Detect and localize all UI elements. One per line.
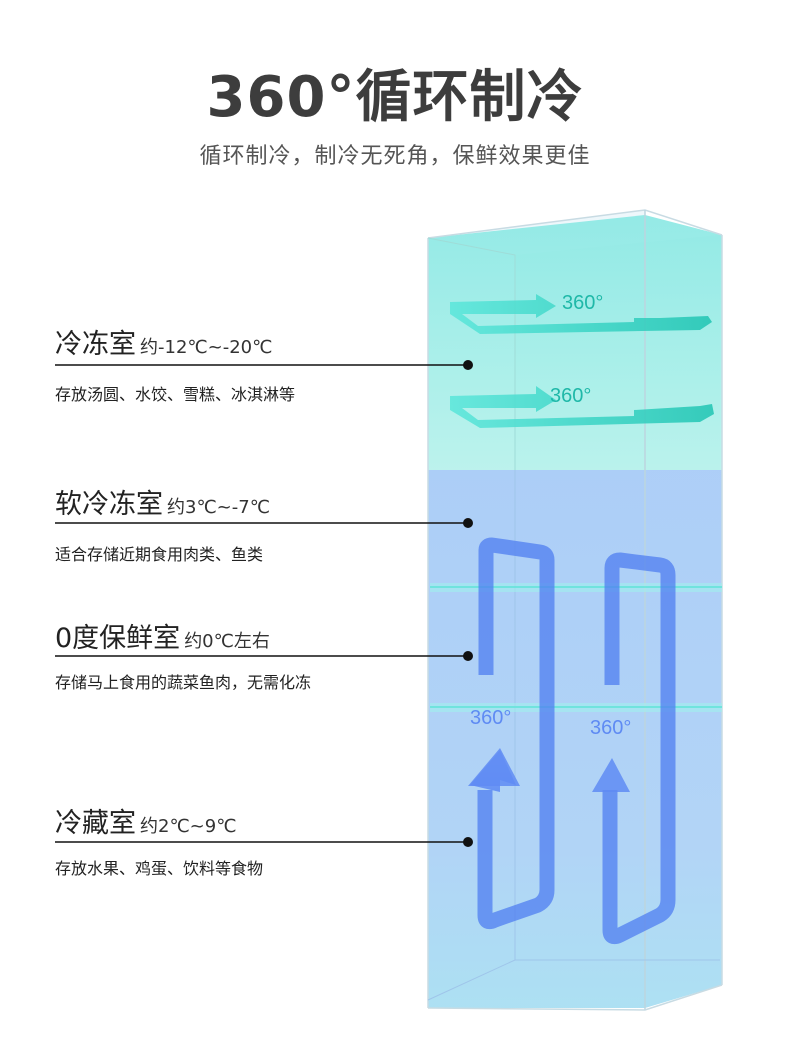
zone-name: 0度保鲜室 [55,623,181,654]
circulation-label-2: 360° [550,385,591,407]
fridge-circulation-loop-right [592,552,676,945]
zone-desc: 存放汤圆、水饺、雪糕、冰淇淋等 [55,385,296,404]
page-title: 360°循环制冷 [206,65,584,130]
leader-lines [55,360,473,847]
page-subtitle: 循环制冷，制冷无死角，保鲜效果更佳 [199,144,591,169]
zone-desc: 存储马上食用的蔬菜鱼肉，无需化冻 [55,673,312,692]
circulation-label-1: 360° [562,292,603,314]
zone-temp: 约0℃左右 [184,631,270,652]
freezer-circulation-arrow-top [450,294,712,334]
circulation-label-3: 360° [470,707,511,729]
circulation-label-4: 360° [590,717,631,739]
zone-temp: 约-12℃~-20℃ [140,337,273,358]
freezer-circulation-arrow-bottom [450,386,714,428]
zone-name: 冷藏室 [55,808,136,839]
zone-temp: 约3℃~-7℃ [167,497,270,518]
zone-temp: 约2℃~9℃ [140,816,237,837]
zone-name: 软冷冻室 [55,489,163,520]
zone-desc: 适合存储近期食用肉类、鱼类 [55,545,264,564]
zone-name: 冷冻室 [55,329,136,360]
zone-desc: 存放水果、鸡蛋、饮料等食物 [55,859,264,878]
fridge-circulation-loop-left [468,537,555,930]
